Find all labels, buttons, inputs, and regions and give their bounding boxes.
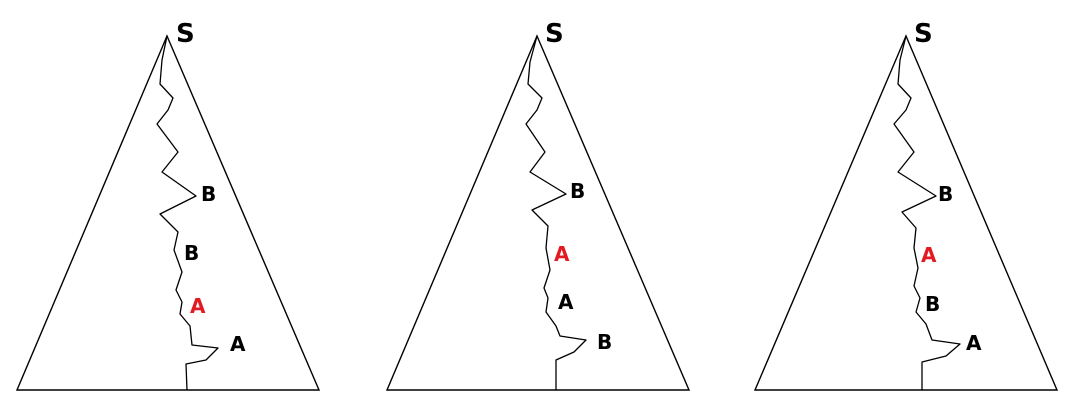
- triangle-outline: [753, 34, 1059, 391]
- triangle-outline: [385, 34, 691, 391]
- label-2: A: [921, 243, 937, 267]
- label-1: B: [201, 182, 216, 206]
- triangle-outline: [15, 34, 321, 391]
- label-3: B: [925, 292, 940, 316]
- top-label: S: [176, 19, 195, 49]
- label-1: B: [570, 179, 585, 203]
- label-3: A: [558, 290, 574, 314]
- branch-path: [156, 35, 219, 391]
- label-3: A: [190, 294, 206, 318]
- label-4: A: [230, 332, 246, 356]
- label-4: A: [966, 331, 982, 355]
- label-1: B: [938, 182, 953, 206]
- panel-1: S B B A A: [15, 19, 321, 391]
- top-label: S: [914, 19, 933, 49]
- panel-2: S B A A B: [385, 19, 691, 391]
- branch-path: [525, 35, 587, 391]
- panel-3: S B A B A: [753, 19, 1059, 391]
- top-label: S: [545, 19, 564, 49]
- label-2: A: [554, 242, 570, 266]
- label-4: B: [597, 330, 612, 354]
- label-2: B: [184, 241, 199, 265]
- branch-path: [893, 35, 961, 391]
